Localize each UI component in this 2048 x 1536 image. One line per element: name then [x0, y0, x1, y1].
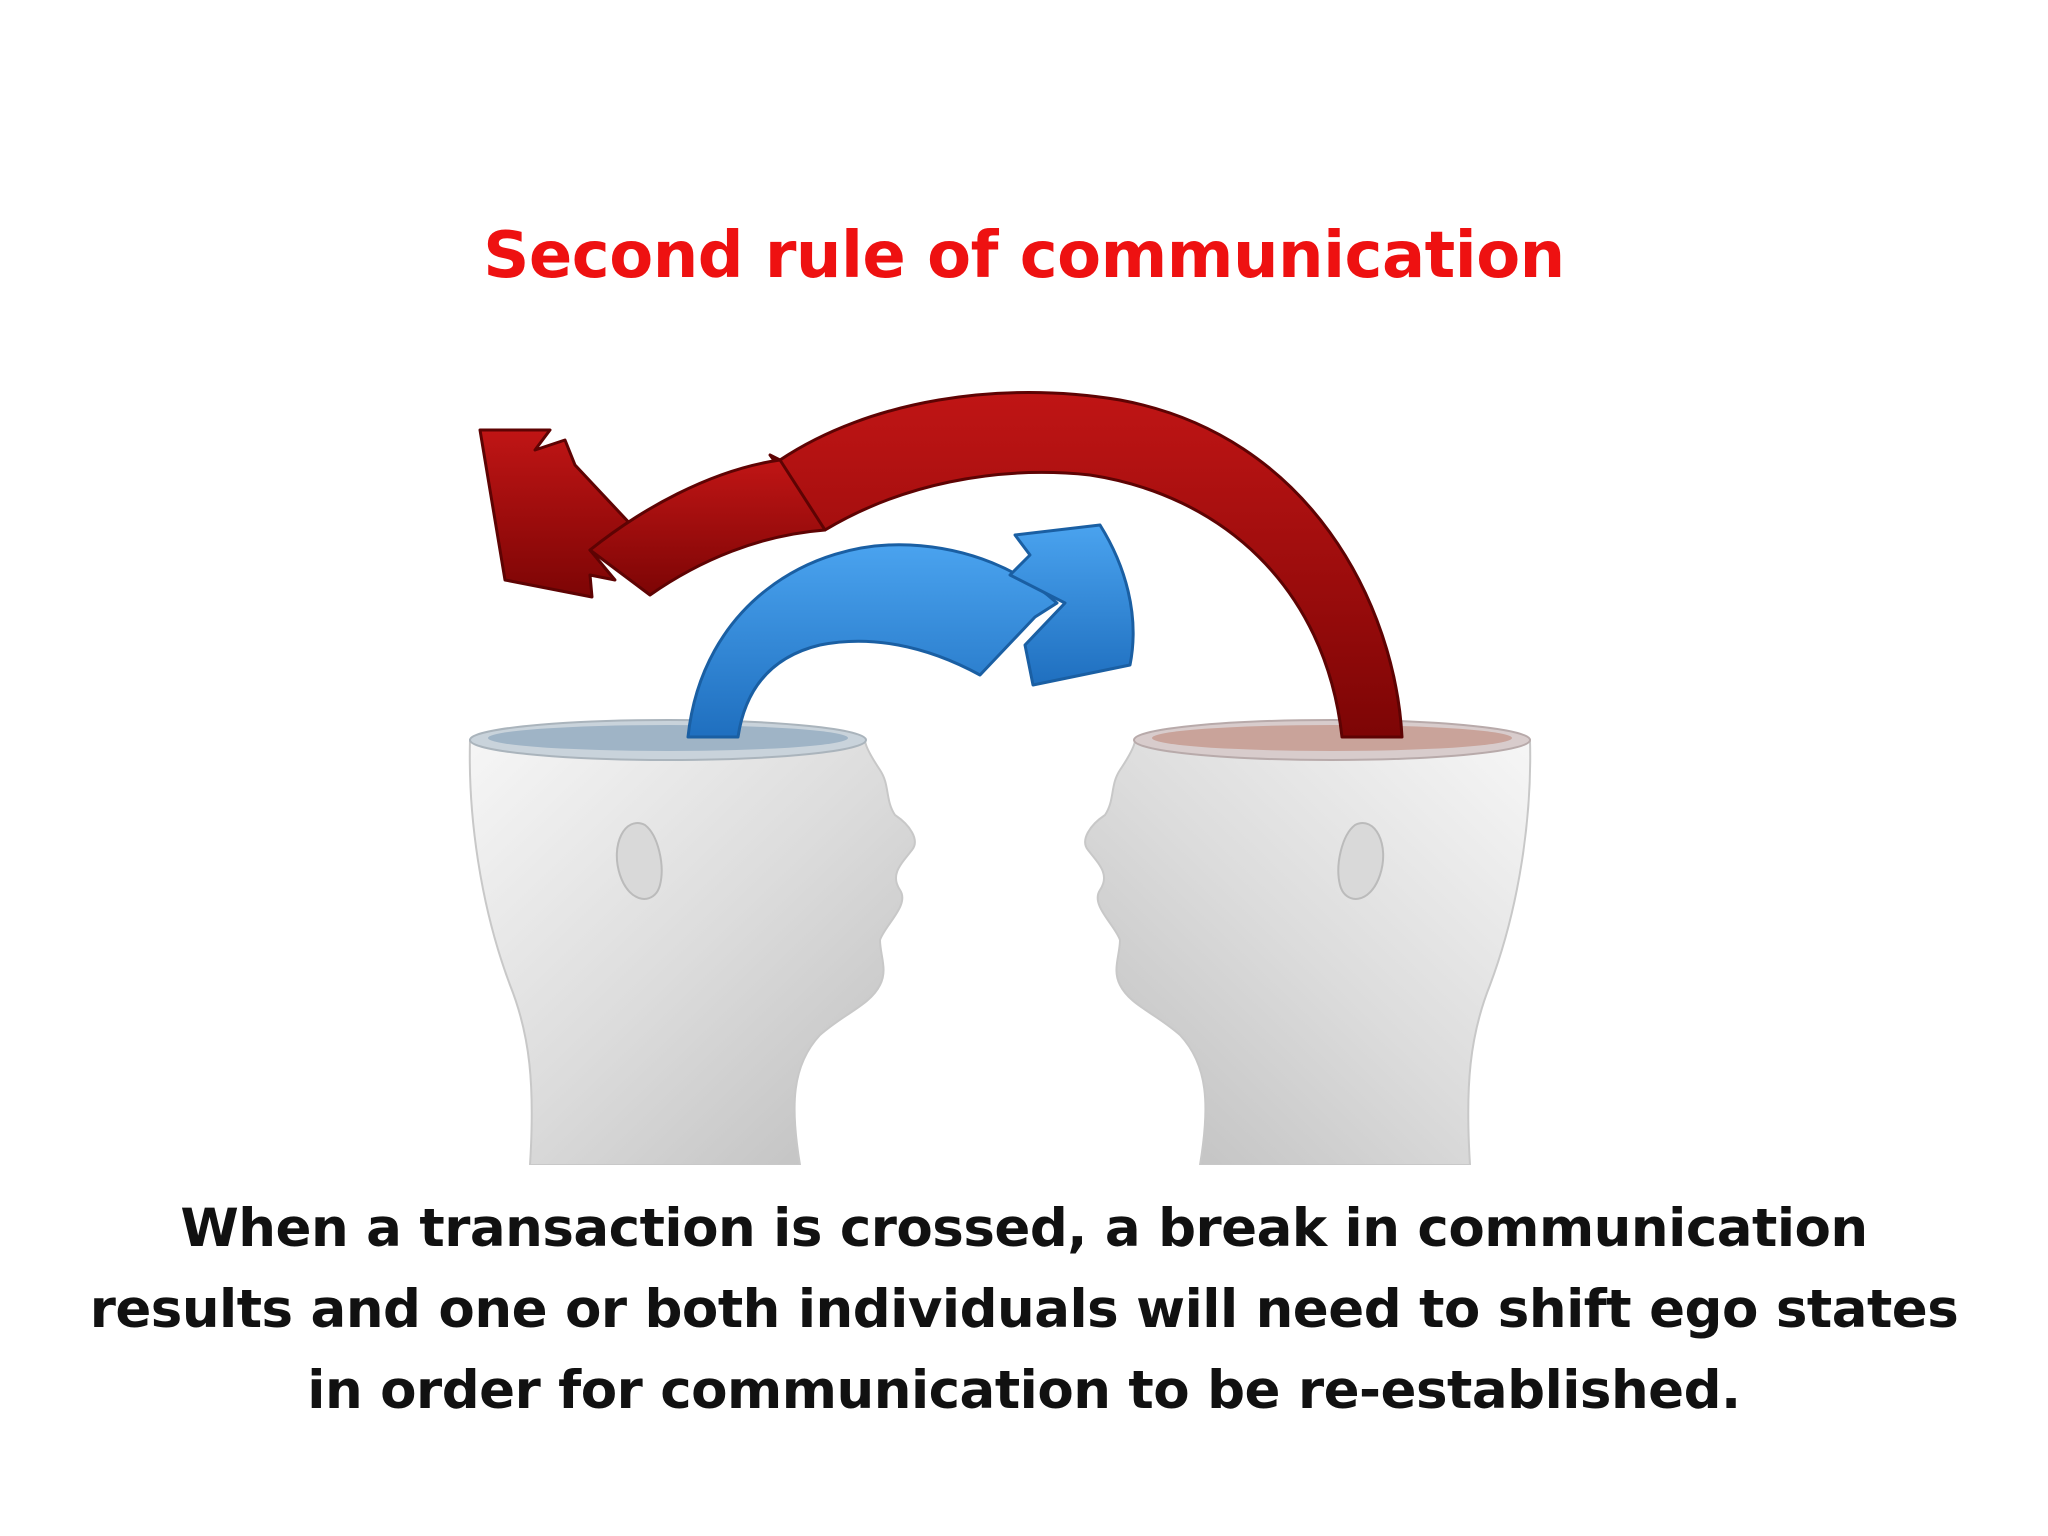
- right-head-icon: [1084, 719, 1532, 1165]
- left-head-icon: [468, 719, 916, 1165]
- body-line-1: When a transaction is crossed, a break i…: [180, 1198, 1868, 1259]
- slide-title: Second rule of communication: [483, 219, 1565, 293]
- body-line-3: in order for communication to be re-esta…: [307, 1360, 1741, 1421]
- slide-body-text: When a transaction is crossed, a break i…: [80, 1188, 1968, 1431]
- two-heads-crossed-arrows-icon: [468, 391, 1532, 1165]
- red-arrow-icon: [478, 391, 1404, 739]
- blue-arrow-icon: [686, 523, 1135, 739]
- body-line-2: results and one or both individuals will…: [89, 1279, 1959, 1340]
